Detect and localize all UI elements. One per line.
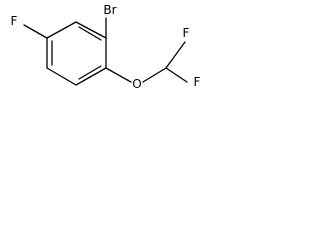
bond-carbon-to-fluorine-bottom xyxy=(165,67,188,83)
atom-label-oxygen: O xyxy=(132,77,141,91)
ring-bond-3 xyxy=(75,67,107,86)
ring-bond-1 xyxy=(75,21,107,39)
ring-bond-4 xyxy=(46,67,77,86)
atom-label-fluorine-bottom: F xyxy=(194,75,201,89)
atom-label-fluorine-top: F xyxy=(183,26,190,40)
background xyxy=(0,0,222,98)
bond-ring-to-fluorine xyxy=(23,24,48,39)
ring-double-bond-top-right xyxy=(78,26,102,41)
bond-carbon-to-fluorine-top xyxy=(165,41,186,69)
ring-double-bond-bottom-right xyxy=(78,65,102,80)
atom-label-fluorine-ring: F xyxy=(11,14,18,28)
structure-diagram: Br F O F F xyxy=(0,0,222,98)
bond-ring-to-oxygen xyxy=(105,67,132,83)
atom-label-bromine: Br xyxy=(103,3,116,17)
ring-bond-6 xyxy=(46,21,77,39)
bond-oxygen-to-carbon xyxy=(142,67,167,83)
